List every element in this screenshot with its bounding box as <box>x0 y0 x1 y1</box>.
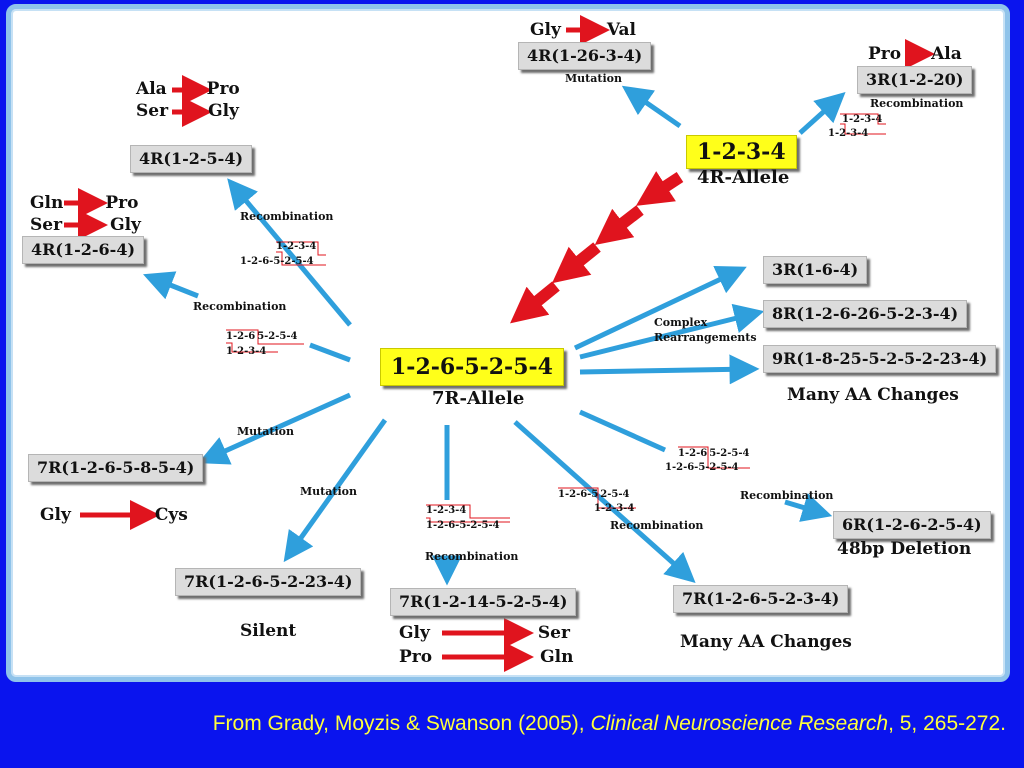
label-rearrangements: Rearrangements <box>654 331 757 344</box>
aa-change-pro-gln: Pro Gln <box>399 647 573 667</box>
hub-7r-caption: 7R-Allele <box>432 388 525 409</box>
node-3r-1-2-20: 3R(1-2-20) <box>857 66 973 94</box>
hub-7r-allele: 1-2-6-5-2-5-4 <box>380 348 564 386</box>
node-3r-1-6-4: 3R(1-6-4) <box>763 256 868 284</box>
aa-ser-3: Ser <box>537 623 570 643</box>
label-recombination-ul2: Recombination <box>193 300 287 313</box>
node-4r-1-2-6-4: 4R(1-2-6-4) <box>22 236 145 264</box>
red-pathway-arrows <box>510 171 684 324</box>
node-4r-1-2-5-4: 4R(1-2-5-4) <box>130 145 253 173</box>
label-recombination-topright: Recombination <box>870 97 964 110</box>
aa-pro: Pro <box>868 44 902 64</box>
seq-br-b: 1-2-3-4 <box>594 503 635 514</box>
aa-gly-3: Gly <box>110 215 141 235</box>
node-7r-1-2-6-5-2-3-4: 7R(1-2-6-5-2-3-4) <box>673 585 849 613</box>
citation-journal: Clinical Neuroscience Research <box>590 712 889 735</box>
aa-pro-2: Pro <box>206 79 240 99</box>
recombination-brackets <box>226 113 886 523</box>
node-7r-1-2-6-5-2-23-4: 7R(1-2-6-5-2-23-4) <box>175 568 362 596</box>
aa-change-ser-gly: Ser Gly <box>136 101 239 121</box>
aa-change-ser-gly-2: Ser Gly <box>30 215 141 235</box>
amino-acid-arrows <box>64 15 935 672</box>
label-complex: Complex <box>654 316 708 329</box>
aa-pro-3: Pro <box>105 193 139 213</box>
blue-pathway-arrows <box>143 85 846 586</box>
seq-bc-a: 1-2-3-4 <box>426 505 467 516</box>
seq-ul1-a: 1-2-3-4 <box>276 241 317 252</box>
aa-ala-2: Ala <box>136 79 167 99</box>
aa-change-pro-ala: Pro Ala <box>868 44 962 64</box>
aa-ala: Ala <box>931 44 962 64</box>
label-48bp-deletion: 48bp Deletion <box>837 539 972 559</box>
aa-change-gly-ser: Gly Ser <box>399 623 570 643</box>
aa-pro-4: Pro <box>399 647 433 667</box>
seq-ul1-b: 1-2-6-5-2-5-4 <box>240 256 314 267</box>
label-many-aa-bottom: Many AA Changes <box>680 632 852 652</box>
label-mutation-left: Mutation <box>237 425 294 438</box>
label-recombination-r6: Recombination <box>740 489 834 502</box>
seq-topright-b: 1-2-3-4 <box>828 128 869 139</box>
node-4r-1-26-3-4: 4R(1-26-3-4) <box>518 42 652 70</box>
aa-ser: Ser <box>136 101 169 121</box>
seq-r6-b: 1-2-6-5-2-5-4 <box>665 462 739 473</box>
seq-ul2-b: 1-2-3-4 <box>226 346 267 357</box>
label-recombination-bc: Recombination <box>425 550 519 563</box>
aa-change-gln-pro: Gln Pro <box>30 193 138 213</box>
aa-gly-2: Gly <box>208 101 239 121</box>
label-recombination-br: Recombination <box>610 519 704 532</box>
hub-4r-allele: 1-2-3-4 <box>686 135 797 169</box>
aa-gln: Gln <box>30 193 64 213</box>
aa-ser-2: Ser <box>30 215 63 235</box>
label-recombination-ul1: Recombination <box>240 210 334 223</box>
aa-change-gly-val: Gly Val <box>530 20 636 40</box>
node-7r-1-2-6-5-8-5-4: 7R(1-2-6-5-8-5-4) <box>28 454 204 482</box>
citation-volume: , 5, 265-272. <box>888 712 1006 735</box>
aa-cys: Cys <box>154 505 188 525</box>
aa-gly: Gly <box>530 20 561 40</box>
label-mutation-top: Mutation <box>565 72 622 85</box>
hub-4r-code: 1-2-3-4 <box>697 139 786 165</box>
hub-7r-code: 1-2-6-5-2-5-4 <box>391 354 553 380</box>
seq-bc-b: 1-2-6-5-2-5-4 <box>426 520 500 531</box>
aa-change-ala-pro: Ala Pro <box>136 79 240 99</box>
node-7r-1-2-14-5-2-5-4: 7R(1-2-14-5-2-5-4) <box>390 588 577 616</box>
aa-gln-2: Gln <box>540 647 574 667</box>
label-silent: Silent <box>240 621 297 641</box>
citation-authors: From Grady, Moyzis & Swanson (2005), <box>212 712 591 735</box>
node-6r: 6R(1-2-6-2-5-4) <box>833 511 991 539</box>
seq-topright-a: 1-2-3-4 <box>842 114 883 125</box>
node-8r: 8R(1-2-6-26-5-2-3-4) <box>763 300 968 328</box>
aa-change-gly-cys: Gly Cys <box>40 505 188 525</box>
aa-val: Val <box>606 20 636 40</box>
aa-gly-5: Gly <box>399 623 430 643</box>
label-many-aa-right: Many AA Changes <box>787 385 959 405</box>
node-9r: 9R(1-8-25-5-2-5-2-23-4) <box>763 345 997 373</box>
label-mutation-lower: Mutation <box>300 485 357 498</box>
hub-4r-caption: 4R-Allele <box>697 167 790 188</box>
aa-gly-4: Gly <box>40 505 71 525</box>
